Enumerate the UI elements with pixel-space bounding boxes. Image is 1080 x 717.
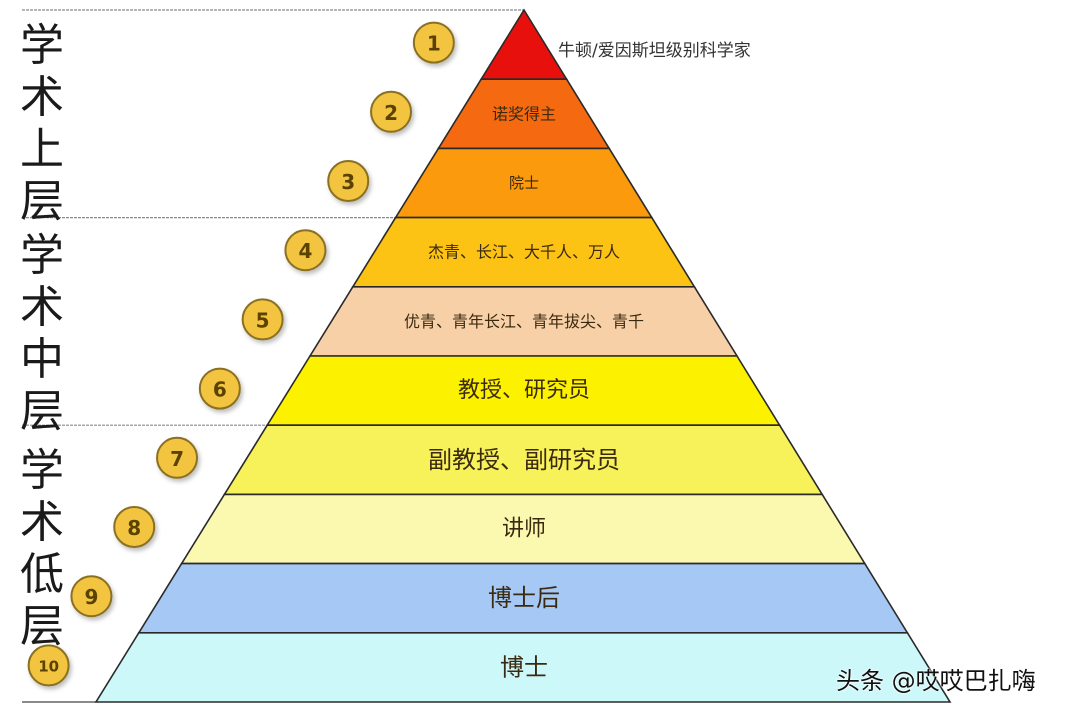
tier-8-label: 讲师 — [502, 517, 546, 542]
svg-text:5: 5 — [256, 308, 270, 332]
svg-text:3: 3 — [341, 170, 355, 194]
group-separators — [22, 9, 524, 703]
rank-badge-6: 6 — [198, 367, 241, 410]
tier-2-label: 诺奖得主 — [492, 104, 556, 123]
group-char: 学 — [20, 20, 64, 71]
apex-note-text: 牛顿/爱因斯坦级别科学家 — [558, 41, 751, 61]
watermark-text: 头条 @哎哎巴扎嗨 — [836, 667, 1036, 695]
rank-badge-4: 4 — [284, 229, 327, 272]
group-char: 低 — [20, 549, 64, 600]
rank-badge-8: 8 — [113, 506, 156, 548]
svg-text:9: 9 — [84, 585, 98, 609]
tier-4-label: 杰青、长江、大千人、万人 — [428, 243, 620, 262]
tier-10-label: 博士 — [500, 653, 548, 681]
rank-badge-5: 5 — [241, 298, 284, 341]
rank-badge-9: 9 — [70, 575, 113, 618]
tier-3-label: 院士 — [509, 174, 539, 192]
rank-badge-1: 1 — [412, 21, 455, 64]
group-char: 学 — [20, 445, 64, 496]
group-char: 术 — [20, 282, 64, 333]
svg-text:8: 8 — [127, 516, 141, 540]
rank-badges: 1 2 3 4 5 6 7 8 9 10 — [27, 21, 455, 687]
group-char: 层 — [20, 176, 64, 227]
tier-7-label: 副教授、副研究员 — [428, 446, 620, 474]
tier-5-label: 优青、青年长江、青年拔尖、青千 — [404, 312, 644, 331]
group-char: 上 — [20, 124, 64, 175]
group-char: 层 — [20, 386, 64, 437]
group-char: 层 — [20, 601, 64, 652]
svg-text:6: 6 — [213, 378, 227, 402]
tier-10 — [94, 631, 952, 703]
rank-badge-3: 3 — [327, 160, 370, 202]
pyramid-tiers: 诺奖得主院士杰青、长江、大千人、万人优青、青年长江、青年拔尖、青千教授、研究员副… — [94, 8, 952, 703]
rank-badge-7: 7 — [156, 436, 199, 479]
tier-1 — [479, 8, 569, 80]
svg-text:7: 7 — [170, 447, 184, 471]
group-char: 术 — [20, 497, 64, 548]
group-label-upper: 学 术 上 层 — [18, 20, 66, 228]
tier-6-label: 教授、研究员 — [458, 378, 590, 403]
group-char: 术 — [20, 72, 64, 123]
svg-text:10: 10 — [38, 657, 59, 675]
rank-badge-10: 10 — [27, 644, 70, 687]
group-char: 学 — [20, 230, 64, 281]
svg-text:4: 4 — [298, 239, 312, 263]
svg-text:1: 1 — [427, 32, 441, 56]
rank-badge-2: 2 — [370, 90, 413, 133]
group-label-lower: 学 术 低 层 — [18, 445, 66, 653]
group-char: 中 — [20, 334, 64, 385]
svg-text:2: 2 — [384, 101, 398, 125]
group-label-middle: 学 术 中 层 — [18, 230, 66, 438]
tier-9-label: 博士后 — [488, 584, 560, 612]
